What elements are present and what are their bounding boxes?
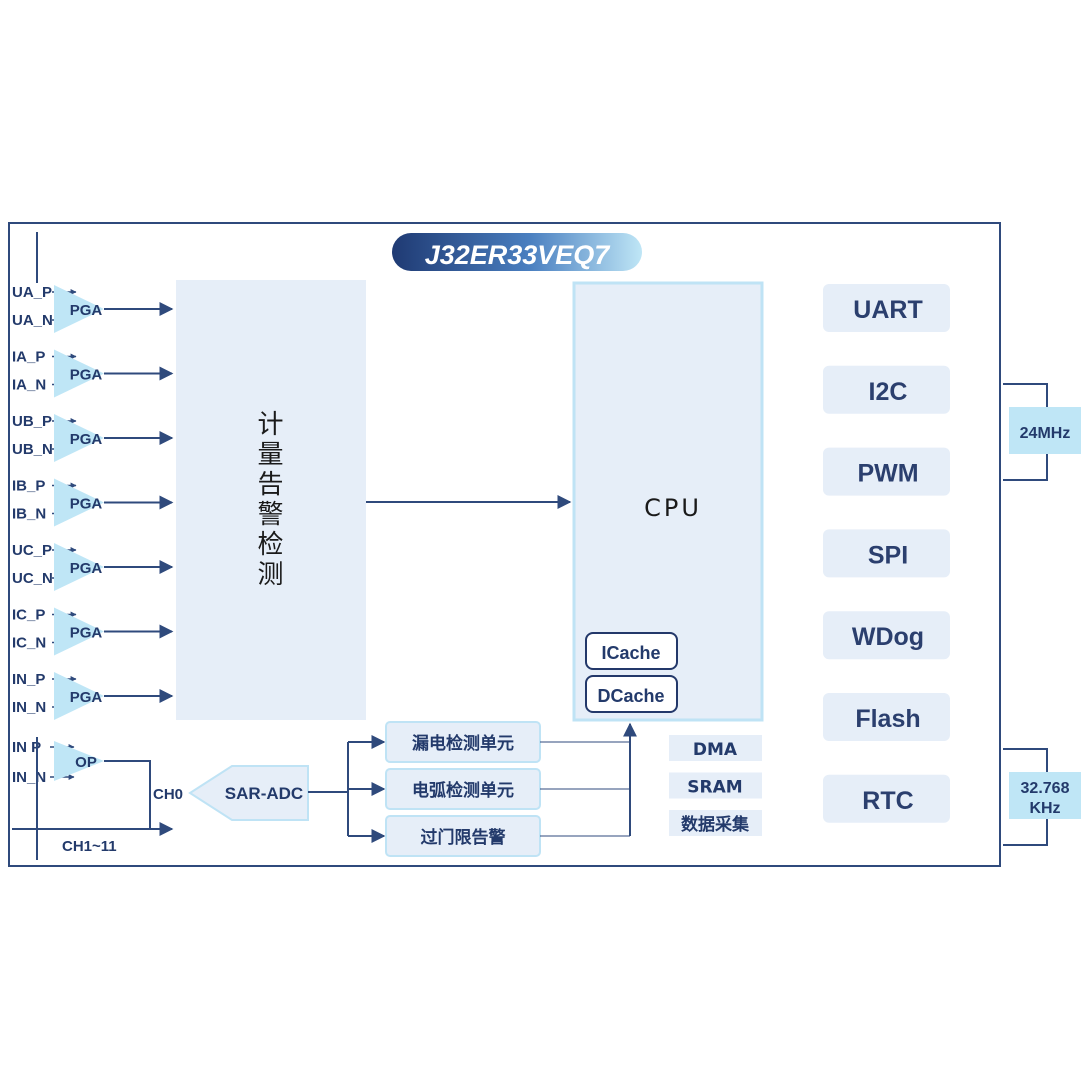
peripheral-label: I2C	[869, 378, 908, 406]
adc-ch0: CH0	[153, 786, 183, 803]
pga-triangle	[54, 607, 104, 656]
op-input-p: IN P	[12, 739, 41, 756]
peripheral-label: RTC	[862, 787, 913, 815]
input-row: IB_P IB_N PGA	[12, 478, 174, 527]
pga-triangle	[54, 349, 104, 398]
icache-box	[585, 632, 678, 670]
pga-label: PGA	[70, 496, 103, 513]
bus-block-label: DMA	[693, 740, 738, 760]
pga-triangle	[54, 543, 104, 591]
input-row: UB_P UB_N PGA	[12, 413, 174, 462]
dcache-label: DCache	[597, 686, 664, 706]
peripheral-block: SPI	[823, 529, 950, 578]
op-amp-label: OP	[75, 754, 97, 771]
input-p-label: UA_P	[12, 284, 52, 301]
peripheral-block: WDog	[823, 611, 950, 660]
clock-24mhz: 24MHz	[1003, 383, 1081, 481]
detect-unit-label: 电弧检测单元	[412, 780, 514, 801]
detect-unit: 电弧检测单元	[348, 768, 630, 810]
pga-label: PGA	[70, 302, 103, 319]
clock-32k-line2: KHz	[1029, 800, 1060, 817]
input-row: UC_P UC_N PGA	[12, 542, 174, 591]
pga-triangle	[54, 478, 104, 527]
peripheral-label: SPI	[868, 541, 908, 569]
input-channels: UA_PUA_NPGAIA_PIA_NPGAUB_PUB_NPGAIB_PIB_…	[12, 284, 174, 720]
pga-triangle	[54, 672, 104, 720]
pga-label: PGA	[70, 431, 103, 448]
input-p-label: IA_P	[12, 349, 45, 366]
input-p-label: IB_P	[12, 478, 45, 495]
bus-block-label: SRAM	[687, 778, 742, 798]
input-n-label: UA_N	[12, 312, 53, 329]
pga-label: PGA	[70, 560, 103, 577]
detect-unit: 过门限告警	[348, 815, 630, 857]
input-row: IC_P IC_N PGA	[12, 607, 174, 656]
clock-32k: 32.768 KHz	[1003, 748, 1081, 846]
cpu-block: CPU ICache DCache	[572, 281, 764, 722]
sar-adc: SAR-ADC	[188, 742, 349, 836]
bus-block: DMA	[669, 735, 762, 761]
dcache-box	[585, 675, 678, 713]
sar-adc-label: SAR-ADC	[225, 784, 303, 803]
bus-blocks: DMA SRAM 数据采集	[669, 735, 762, 836]
peripheral-block: Flash	[823, 693, 950, 741]
input-n-label: UC_N	[12, 570, 53, 587]
peripheral-block: RTC	[823, 774, 950, 823]
pga-label: PGA	[70, 367, 103, 384]
input-row: UA_P UA_N PGA	[12, 284, 174, 333]
peripheral-block: UART	[823, 284, 950, 332]
peripheral-block: PWM	[823, 447, 950, 496]
pga-triangle	[54, 414, 104, 462]
op-input-row: IN P IN_N OP CH1~11 CH0	[12, 737, 183, 860]
chip-title-pill: J32ER33VEQ7	[392, 233, 642, 271]
input-n-label: IC_N	[12, 635, 46, 652]
input-p-label: IC_P	[12, 607, 45, 624]
adc-ch-range: CH1~11	[62, 838, 117, 855]
metering-block-label: 计量告警检测	[253, 410, 283, 590]
bus-block-label: 数据采集	[681, 814, 750, 835]
pga-label: PGA	[70, 689, 103, 706]
clock-24mhz-label: 24MHz	[1020, 425, 1071, 442]
input-p-label: UC_P	[12, 542, 52, 559]
chip-title: J32ER33VEQ7	[425, 240, 612, 270]
peripheral-label: WDog	[852, 623, 924, 651]
peripheral-label: PWM	[857, 460, 918, 488]
pga-triangle	[54, 285, 104, 333]
peripheral-block: I2C	[823, 365, 950, 414]
bus-block: 数据采集	[669, 810, 762, 836]
input-n-label: IB_N	[12, 506, 46, 523]
op-input-n: IN_N	[12, 769, 46, 786]
input-n-label: UB_N	[12, 441, 53, 458]
detect-unit-label: 过门限告警	[421, 827, 506, 848]
metering-block: 计量告警检测	[176, 280, 366, 720]
input-n-label: IA_N	[12, 377, 46, 394]
icache-label: ICache	[601, 643, 660, 663]
detect-unit: 漏电检测单元	[348, 721, 630, 763]
input-row: IA_P IA_N PGA	[12, 349, 174, 398]
op-amp-triangle	[54, 741, 104, 781]
pga-label: PGA	[70, 625, 103, 642]
cpu-label: CPU	[644, 494, 702, 522]
bus-block: SRAM	[669, 772, 762, 799]
clock-32k-line1: 32.768	[1021, 780, 1070, 797]
input-n-label: IN_N	[12, 699, 46, 716]
input-p-label: IN_P	[12, 671, 45, 688]
detect-unit-label: 漏电检测单元	[412, 733, 514, 754]
peripheral-label: UART	[853, 296, 922, 324]
peripheral-label: Flash	[855, 705, 920, 733]
input-p-label: UB_P	[12, 413, 52, 430]
input-row: IN_P IN_N PGA	[12, 671, 174, 720]
